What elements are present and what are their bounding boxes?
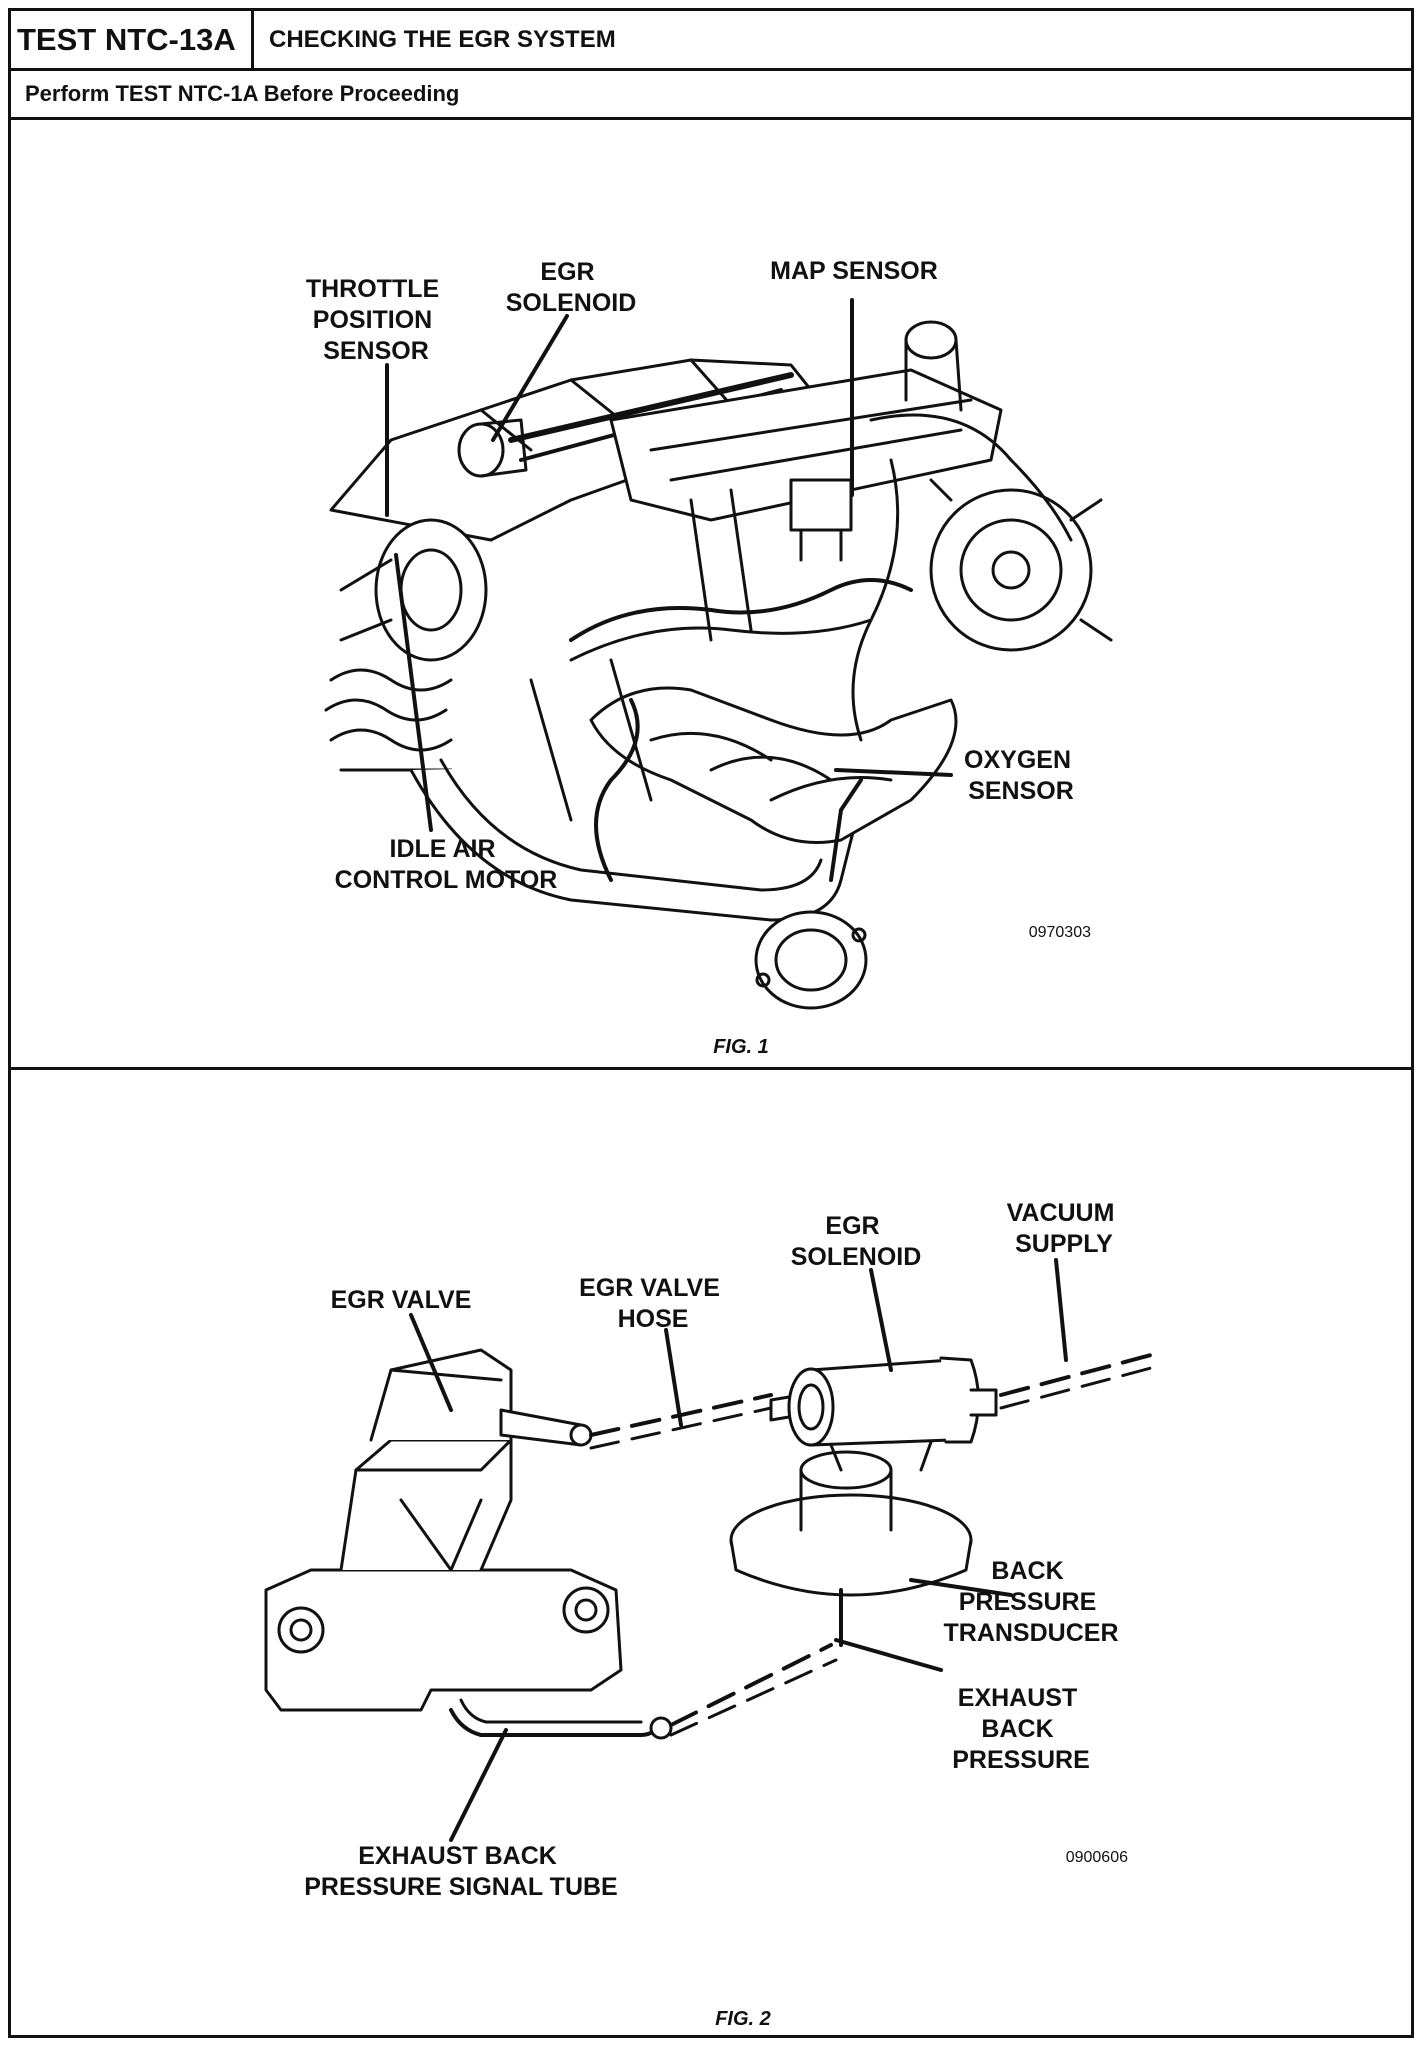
egr-solenoid-leader-fig2 (869, 1268, 893, 1372)
exhaust-back-pressure-label: EXHAUST BACK PRESSURE (952, 1684, 1090, 1774)
valve-hose-label: EGR VALVE HOSE (579, 1274, 727, 1333)
back-transducer-leader (909, 1578, 1013, 1597)
figure-2-code: 0900606 (1066, 1849, 1128, 1866)
vacuum-supply-label: VACUUM SUPPLY (1007, 1199, 1122, 1258)
vacuum-leader (1054, 1258, 1068, 1362)
oxygen-sensor-label: OXYGEN SENSOR (964, 746, 1078, 805)
instruction-row: Perform TEST NTC-1A Before Proceeding (11, 71, 1411, 120)
figure-2-caption: FIG. 2 (715, 2008, 771, 2030)
egr-solenoid-label-fig2: EGR SOLENOID (791, 1212, 922, 1271)
header-row: TEST NTC-13A CHECKING THE EGR SYSTEM (11, 11, 1411, 71)
figure-2-panel: EGR VALVE EGR VALVE HOSE EGR SOLENOID VA… (11, 1070, 1411, 2035)
back-pressure-transducer-label: BACK PRESSURE TRANSDUCER (944, 1557, 1119, 1647)
iac-leader (394, 553, 433, 832)
egr-valve-leader (409, 1313, 453, 1412)
test-procedure-sheet: TEST NTC-13A CHECKING THE EGR SYSTEM Per… (8, 8, 1414, 2038)
throttle-label: THROTTLE POSITION SENSOR (306, 275, 446, 365)
egr-solenoid-leader (491, 314, 569, 442)
figure-1-caption: FIG. 1 (713, 1036, 769, 1058)
figure-1-code: 0970303 (1029, 924, 1091, 941)
egr-valve-label: EGR VALVE (331, 1286, 472, 1314)
signal-tube-label: EXHAUST BACK PRESSURE SIGNAL TUBE (304, 1842, 617, 1901)
engine-illustration: THROTTLE POSITION SENSOR EGR SOLENOID MA… (306, 257, 1113, 1058)
egr-solenoid-label-fig1: EGR SOLENOID (506, 258, 637, 317)
oxygen-leader (834, 768, 953, 777)
test-title: CHECKING THE EGR SYSTEM (269, 26, 616, 53)
exhaust-back-leader (834, 1638, 943, 1672)
figure-1-panel: THROTTLE POSITION SENSOR EGR SOLENOID MA… (11, 120, 1411, 1070)
egr-system-illustration: EGR VALVE EGR VALVE HOSE EGR SOLENOID VA… (264, 1199, 1153, 2030)
signal-tube-leader (449, 1728, 508, 1842)
valve-hose-leader (664, 1328, 683, 1427)
map-sensor-label: MAP SENSOR (770, 257, 938, 285)
test-id: TEST NTC-13A (11, 11, 254, 68)
iac-label: IDLE AIR CONTROL MOTOR (335, 835, 558, 894)
